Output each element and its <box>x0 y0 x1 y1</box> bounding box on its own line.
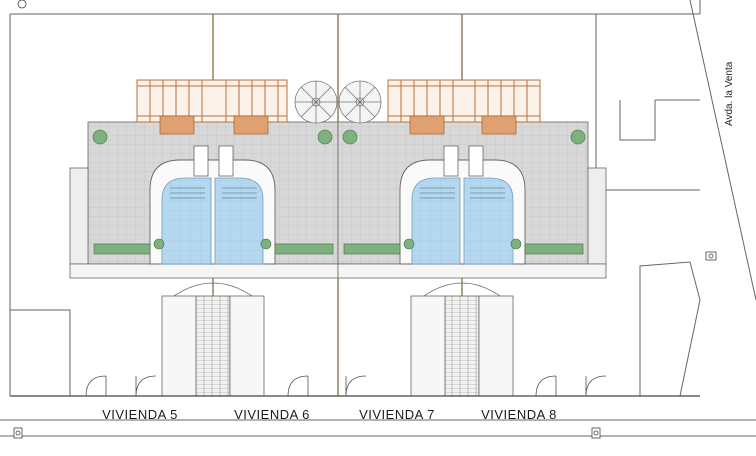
spiral-stair-left <box>294 80 338 124</box>
garden-gates <box>85 375 607 397</box>
dining-tables <box>159 115 517 135</box>
pergola-left <box>136 79 288 123</box>
street-edge <box>0 419 756 437</box>
pool-steps <box>170 187 505 199</box>
pools <box>161 177 514 265</box>
unit-label-vivienda-8: VIVIENDA 8 <box>481 407 557 422</box>
pergola-right <box>387 79 541 123</box>
unit-label-vivienda-5: VIVIENDA 5 <box>102 407 178 422</box>
spiral-stair-right <box>338 80 382 124</box>
entrance-stairs <box>161 295 514 397</box>
street-label: Avda. la Venta <box>724 61 735 126</box>
unit-label-vivienda-7: VIVIENDA 7 <box>359 407 435 422</box>
unit-label-vivienda-6: VIVIENDA 6 <box>234 407 310 422</box>
terrace-columns <box>193 145 484 177</box>
entry-canopies <box>173 282 501 297</box>
north-arrow-icon <box>17 0 27 9</box>
planters <box>92 129 586 255</box>
meter-symbols <box>13 251 717 439</box>
